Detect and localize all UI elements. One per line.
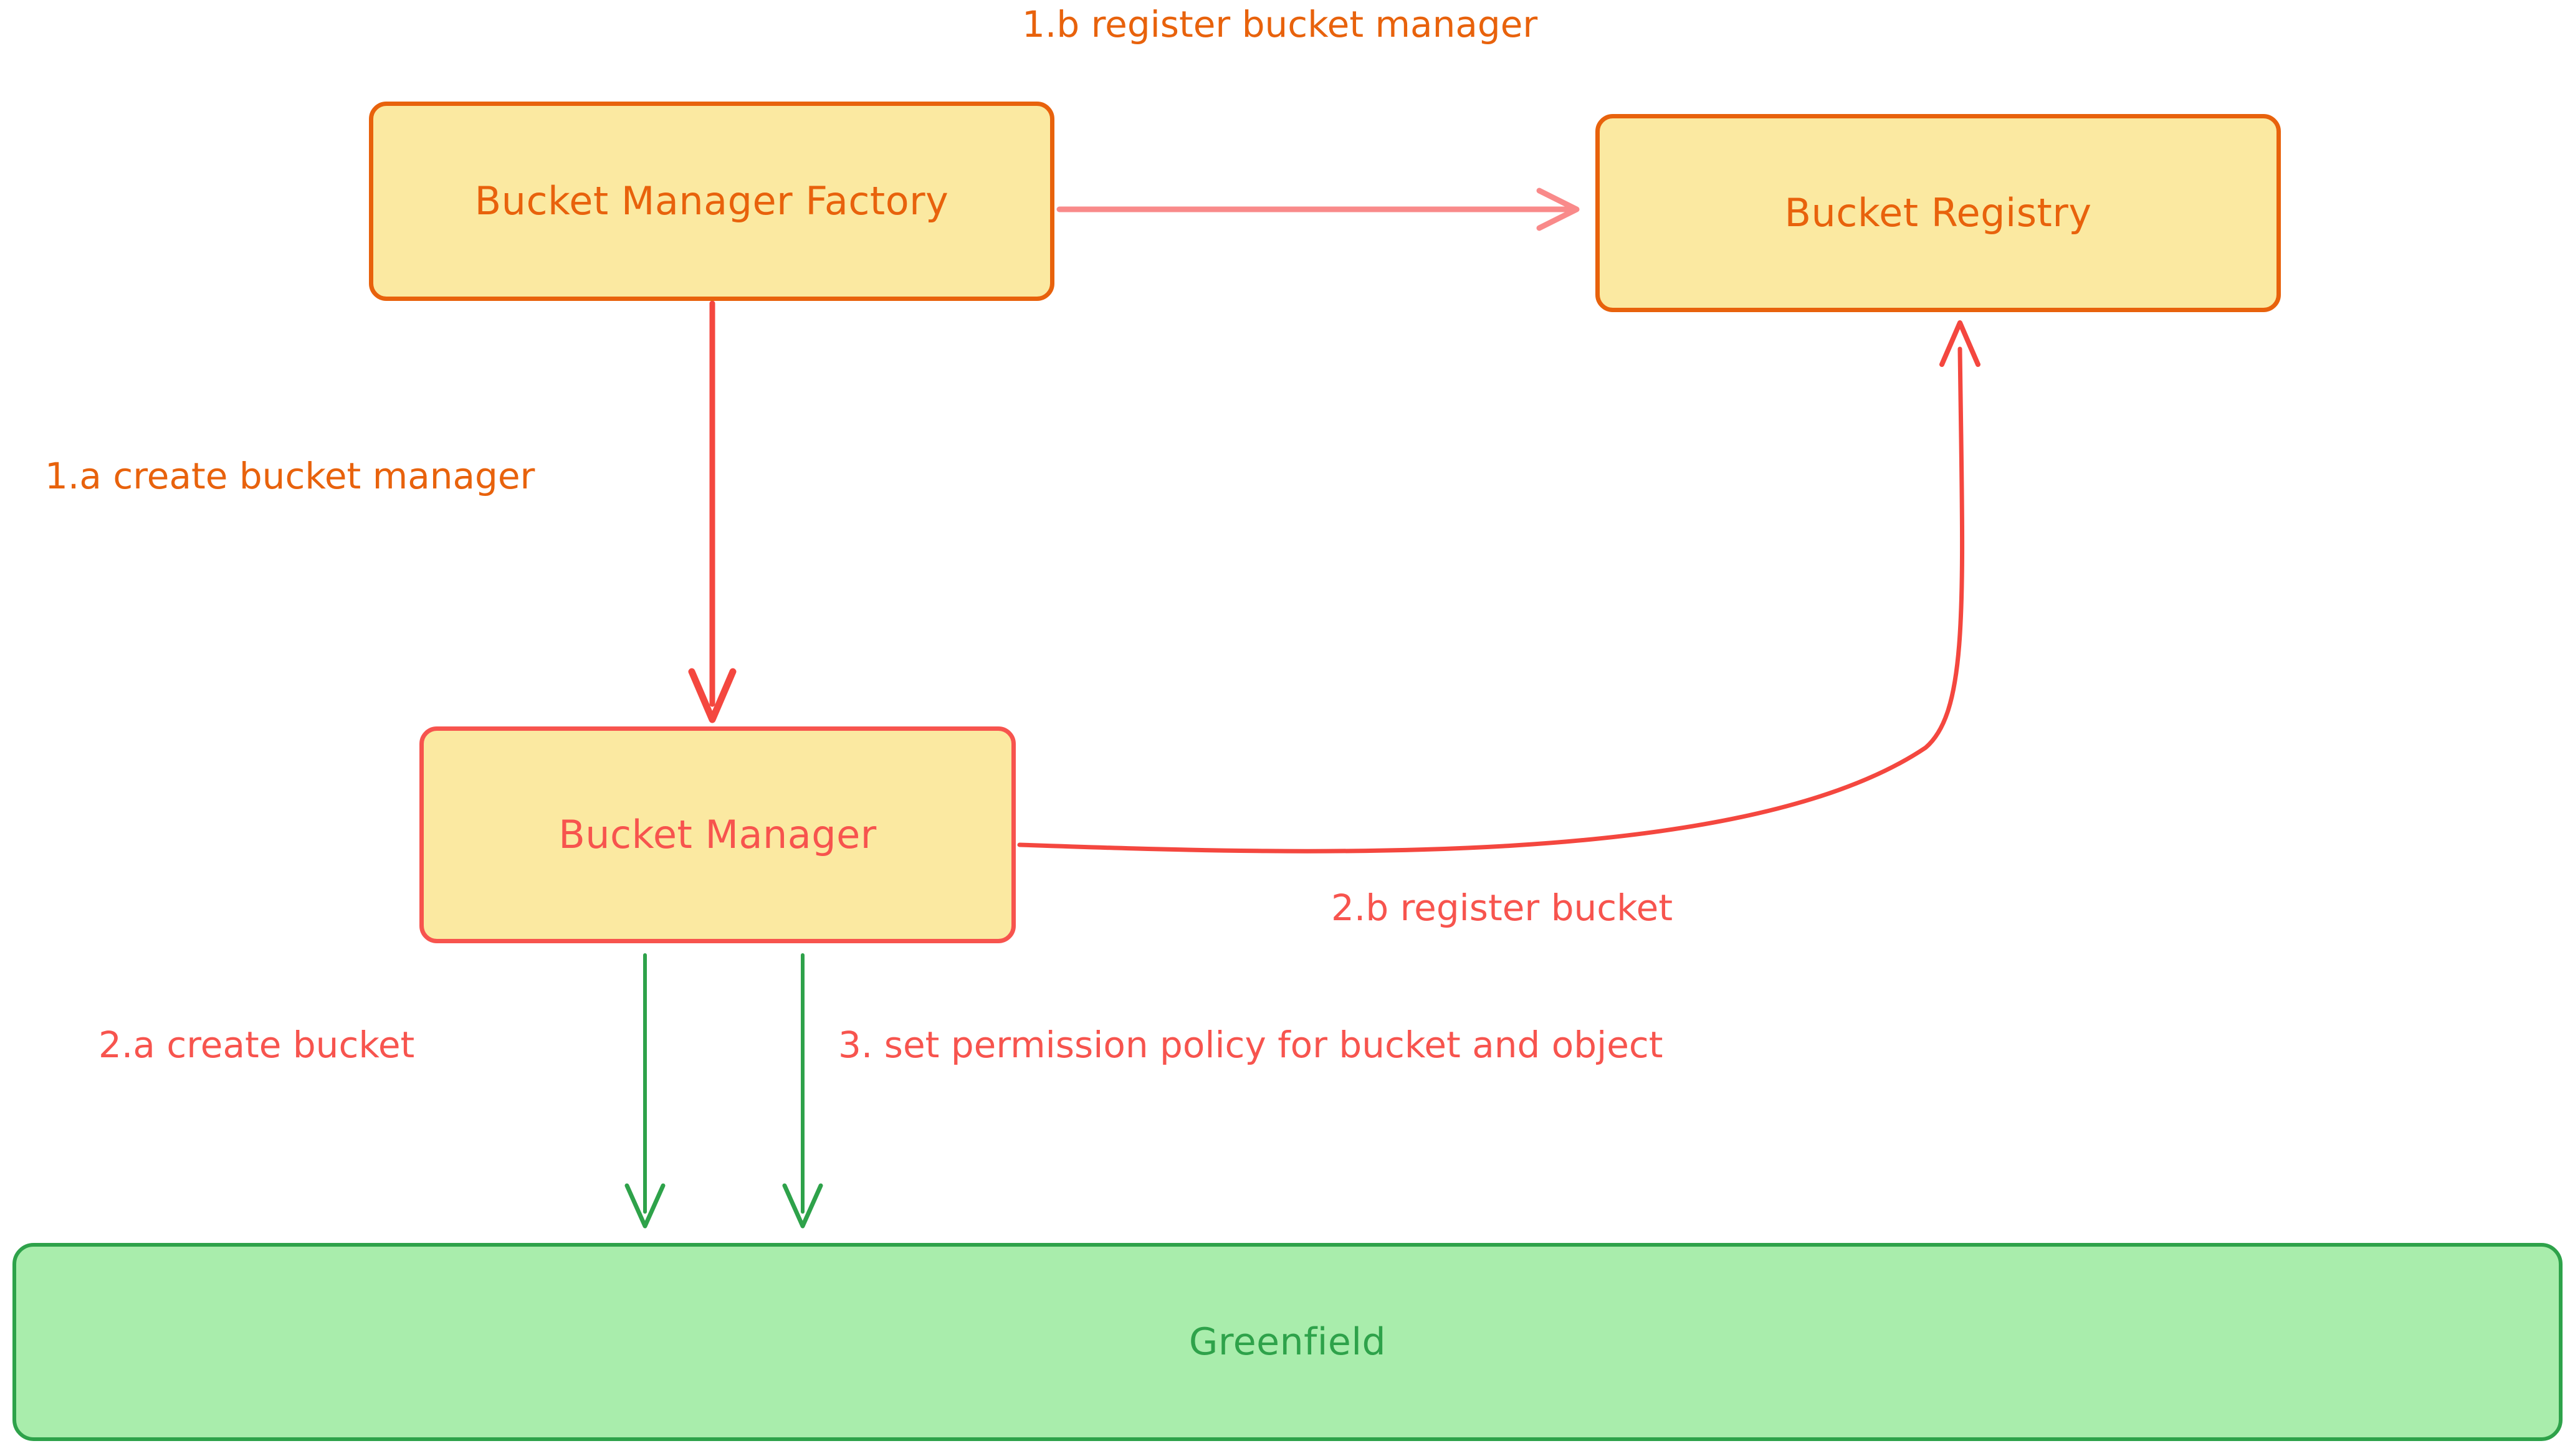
node-bucket-manager-label: Bucket Manager: [558, 811, 877, 857]
edge-1b-register-bucket-manager: [1056, 188, 1580, 231]
edge-label-2a-create-bucket: 2.a create bucket: [98, 1024, 415, 1066]
edge-label-1b-register-bucket-manager: 1.b register bucket manager: [1022, 3, 1538, 45]
node-bucket-manager-factory[interactable]: Bucket Manager Factory: [369, 102, 1054, 301]
node-bucket-registry[interactable]: Bucket Registry: [1595, 114, 2281, 312]
node-greenfield-label: Greenfield: [1188, 1320, 1387, 1364]
edge-3-set-permission-policy: [782, 953, 823, 1229]
edge-1a-create-bucket-manager: [688, 300, 737, 723]
edge-label-1a-create-bucket-manager: 1.a create bucket manager: [45, 455, 535, 497]
node-bucket-manager-factory-label: Bucket Manager Factory: [474, 178, 949, 224]
node-greenfield[interactable]: Greenfield: [12, 1243, 2563, 1441]
node-bucket-registry-label: Bucket Registry: [1784, 189, 2092, 236]
edge-2b-register-bucket: [1017, 320, 1980, 854]
edge-label-2b-register-bucket: 2.b register bucket: [1331, 887, 1673, 929]
node-bucket-manager[interactable]: Bucket Manager: [419, 726, 1016, 943]
edge-2a-create-bucket: [624, 953, 666, 1229]
edge-label-3-set-permission-policy: 3. set permission policy for bucket and …: [838, 1024, 1663, 1066]
